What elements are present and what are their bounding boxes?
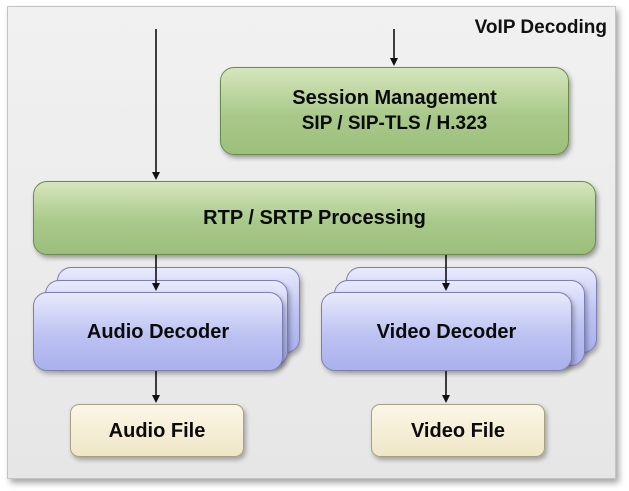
video-decoder-box: Video Decoder bbox=[321, 292, 572, 371]
diagram-title: VoIP Decoding bbox=[474, 17, 607, 38]
audio-file-box: Audio File bbox=[70, 404, 244, 457]
audio-decoder-label: Audio Decoder bbox=[86, 320, 230, 343]
session-management-box: Session Management SIP / SIP-TLS / H.323 bbox=[220, 67, 569, 155]
video-file-label: Video File bbox=[410, 419, 506, 442]
audio-decoder-box: Audio Decoder bbox=[33, 292, 283, 371]
rtp-processing-box: RTP / SRTP Processing bbox=[33, 181, 596, 255]
video-decoder-label: Video Decoder bbox=[376, 320, 517, 343]
session-management-label: Session Management bbox=[292, 87, 497, 109]
rtp-processing-label: RTP / SRTP Processing bbox=[203, 207, 426, 229]
video-file-box: Video File bbox=[371, 404, 545, 457]
audio-file-label: Audio File bbox=[108, 419, 206, 442]
session-management-protocols: SIP / SIP-TLS / H.323 bbox=[301, 113, 488, 134]
